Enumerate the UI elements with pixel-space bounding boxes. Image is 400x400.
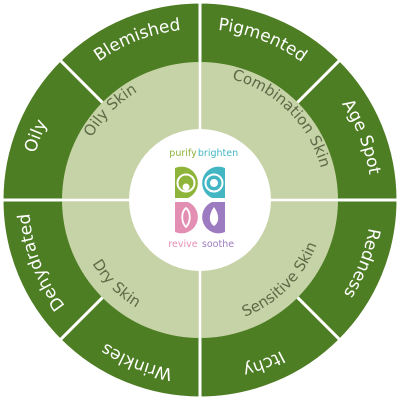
soothe-icon: [202, 202, 225, 234]
brighten-icon: [202, 166, 225, 198]
logo-word-revive: revive: [168, 239, 197, 250]
logo-word-soothe: soothe: [202, 239, 234, 250]
logo-word-brighten: brighten: [198, 148, 238, 159]
revive-icon: [175, 202, 198, 234]
center-circle: [129, 129, 271, 271]
center-logo: purify brighten revive soothe: [129, 129, 271, 271]
logo-word-purify: purify: [169, 148, 197, 159]
purify-icon: [175, 166, 198, 198]
